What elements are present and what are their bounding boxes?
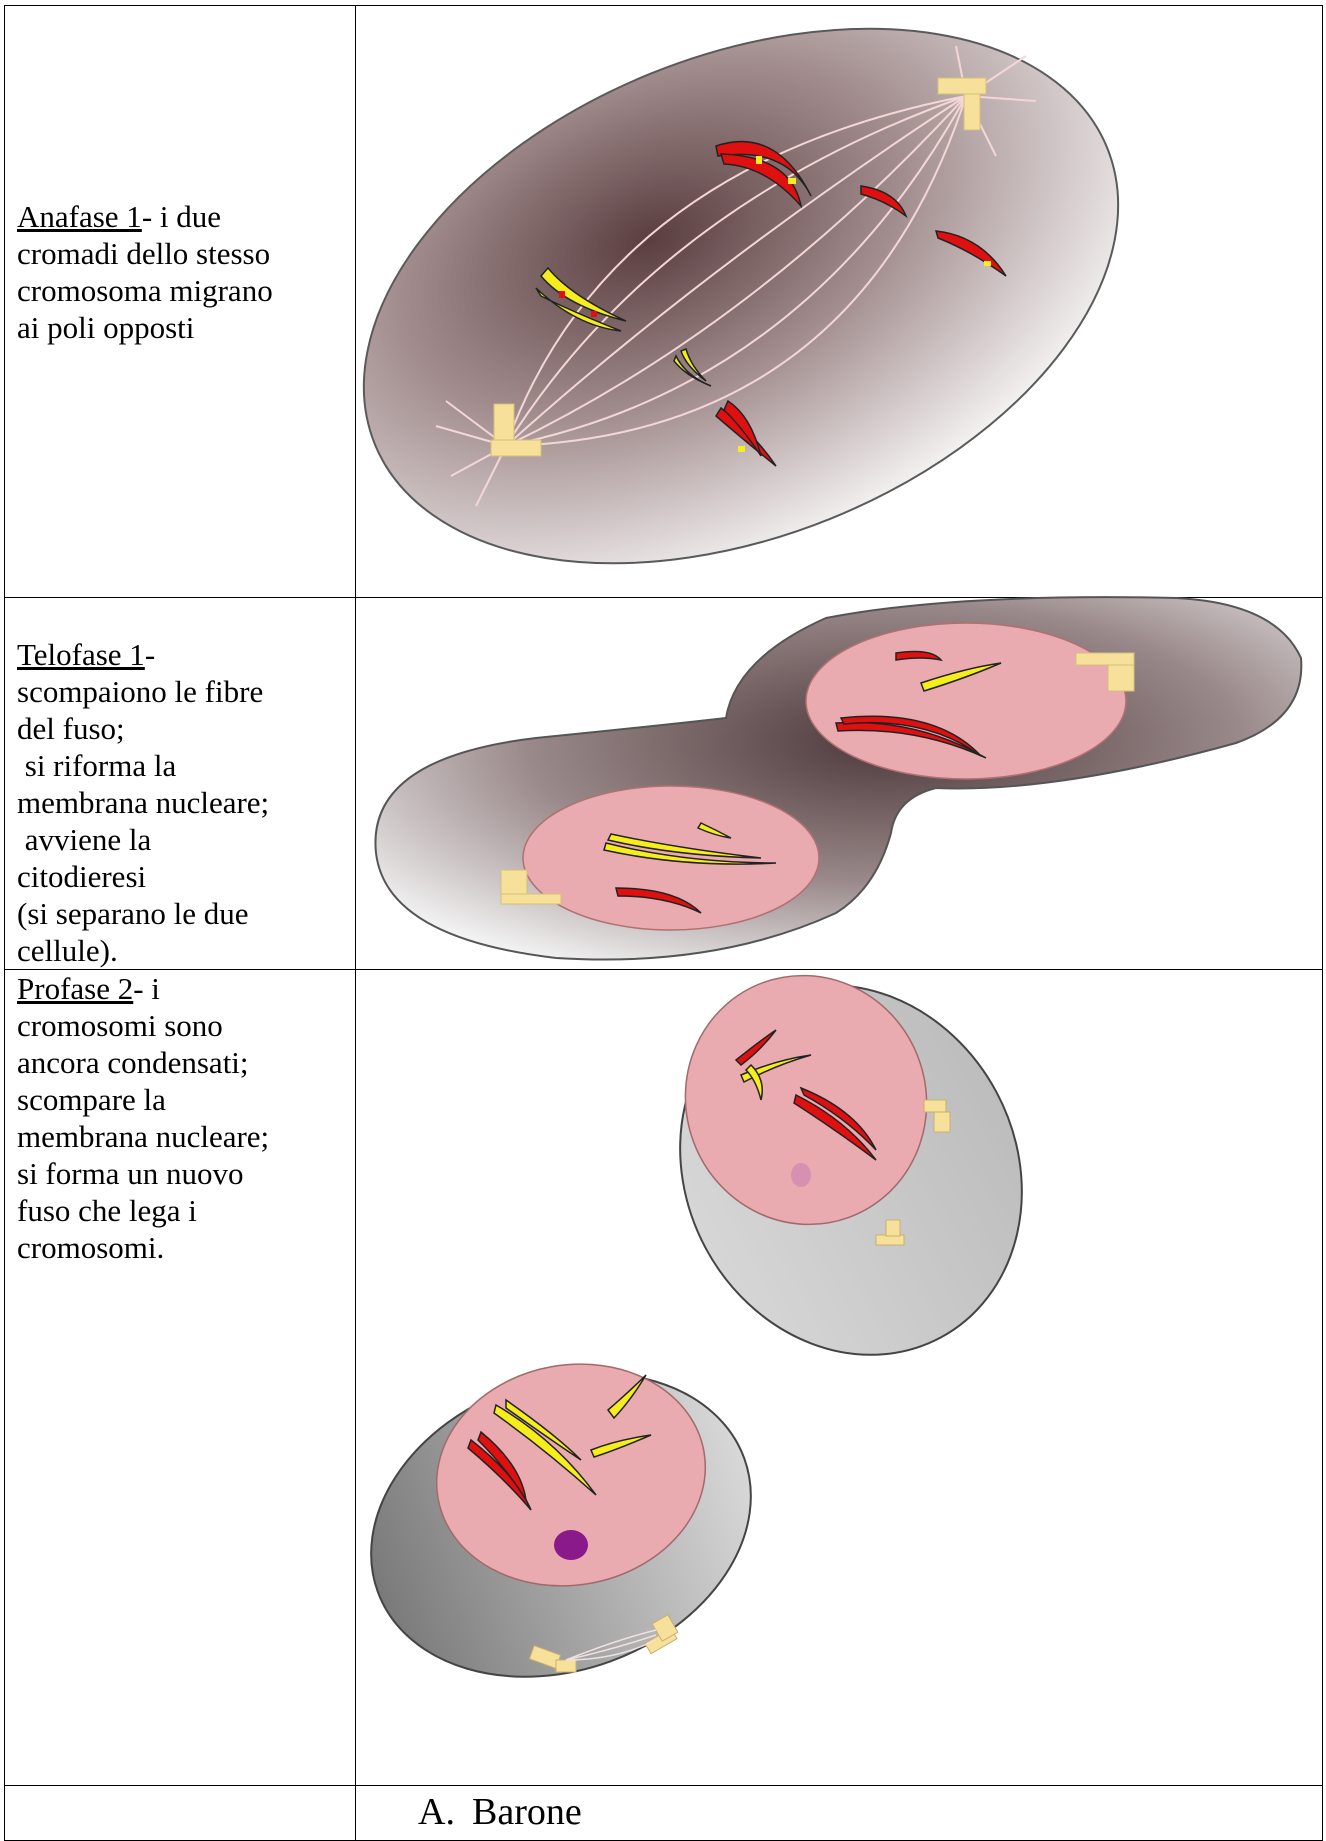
description-line: membrana nucleare; <box>17 1118 347 1155</box>
author-credit: A.Barone <box>356 1786 1322 1834</box>
description-line: del fuso; <box>17 710 347 747</box>
description-line: ai poli opposti <box>17 309 347 346</box>
phase-description: Anafase 1- i due cromadi dello stesso cr… <box>5 6 355 346</box>
author-cell: A.Barone <box>356 1786 1323 1841</box>
illustration-cell <box>356 598 1323 970</box>
phase-description: Profase 2- i cromosomi sono ancora conde… <box>5 970 355 1266</box>
illustration-cell <box>356 6 1323 598</box>
description-cell: Anafase 1- i due cromadi dello stesso cr… <box>5 6 356 598</box>
description-line: - i <box>133 971 160 1006</box>
prophase-2-cells-illustration <box>356 970 1322 1785</box>
description-line: scompare la <box>17 1081 347 1118</box>
description-line: cromosomi sono <box>17 1007 347 1044</box>
description-line: si riforma la <box>17 747 347 784</box>
phase-name: Anafase 1 <box>17 199 142 234</box>
author-initial: A. <box>418 1790 472 1834</box>
nucleolus <box>791 1163 811 1187</box>
phase-name: Profase 2 <box>17 971 133 1006</box>
description-line: scompaiono le fibre <box>17 673 347 710</box>
description-line: avviene la <box>17 821 347 858</box>
description-line: cromosoma migrano <box>17 272 347 309</box>
description-line: ancora condensati; <box>17 1044 347 1081</box>
description-line: - <box>145 637 155 672</box>
description-line: citodieresi <box>17 858 347 895</box>
description-line: membrana nucleare; <box>17 784 347 821</box>
description-line: - i due <box>142 199 221 234</box>
description-line: cellule). <box>17 932 347 969</box>
cell-body <box>356 6 1197 597</box>
nucleolus <box>554 1530 588 1560</box>
dividing-cell-body <box>375 597 1301 959</box>
empty-cell <box>5 1786 356 1841</box>
phase-description: Telofase 1- scompaiono le fibre del fuso… <box>5 598 355 969</box>
meiosis-table: Anafase 1- i due cromadi dello stesso cr… <box>4 5 1323 1841</box>
table-row-telofase-1: Telofase 1- scompaiono le fibre del fuso… <box>5 598 1323 970</box>
description-line: cromosomi. <box>17 1229 347 1266</box>
author-name: Barone <box>472 1791 582 1833</box>
description-cell: Telofase 1- scompaiono le fibre del fuso… <box>5 598 356 970</box>
description-line: (si separano le due <box>17 895 347 932</box>
table-row-author: A.Barone <box>5 1786 1323 1841</box>
anaphase-cell-illustration <box>356 6 1322 597</box>
table-row-anafase-1: Anafase 1- i due cromadi dello stesso cr… <box>5 6 1323 598</box>
description-cell: Profase 2- i cromosomi sono ancora conde… <box>5 970 356 1786</box>
illustration-cell <box>356 970 1323 1786</box>
phase-name: Telofase 1 <box>17 637 145 672</box>
description-line: si forma un nuovo <box>17 1155 347 1192</box>
table-row-profase-2: Profase 2- i cromosomi sono ancora conde… <box>5 970 1323 1786</box>
nucleus <box>806 623 1126 779</box>
telophase-cells-illustration <box>356 598 1322 814</box>
description-line: fuso che lega i <box>17 1192 347 1229</box>
description-line: cromadi dello stesso <box>17 235 347 272</box>
